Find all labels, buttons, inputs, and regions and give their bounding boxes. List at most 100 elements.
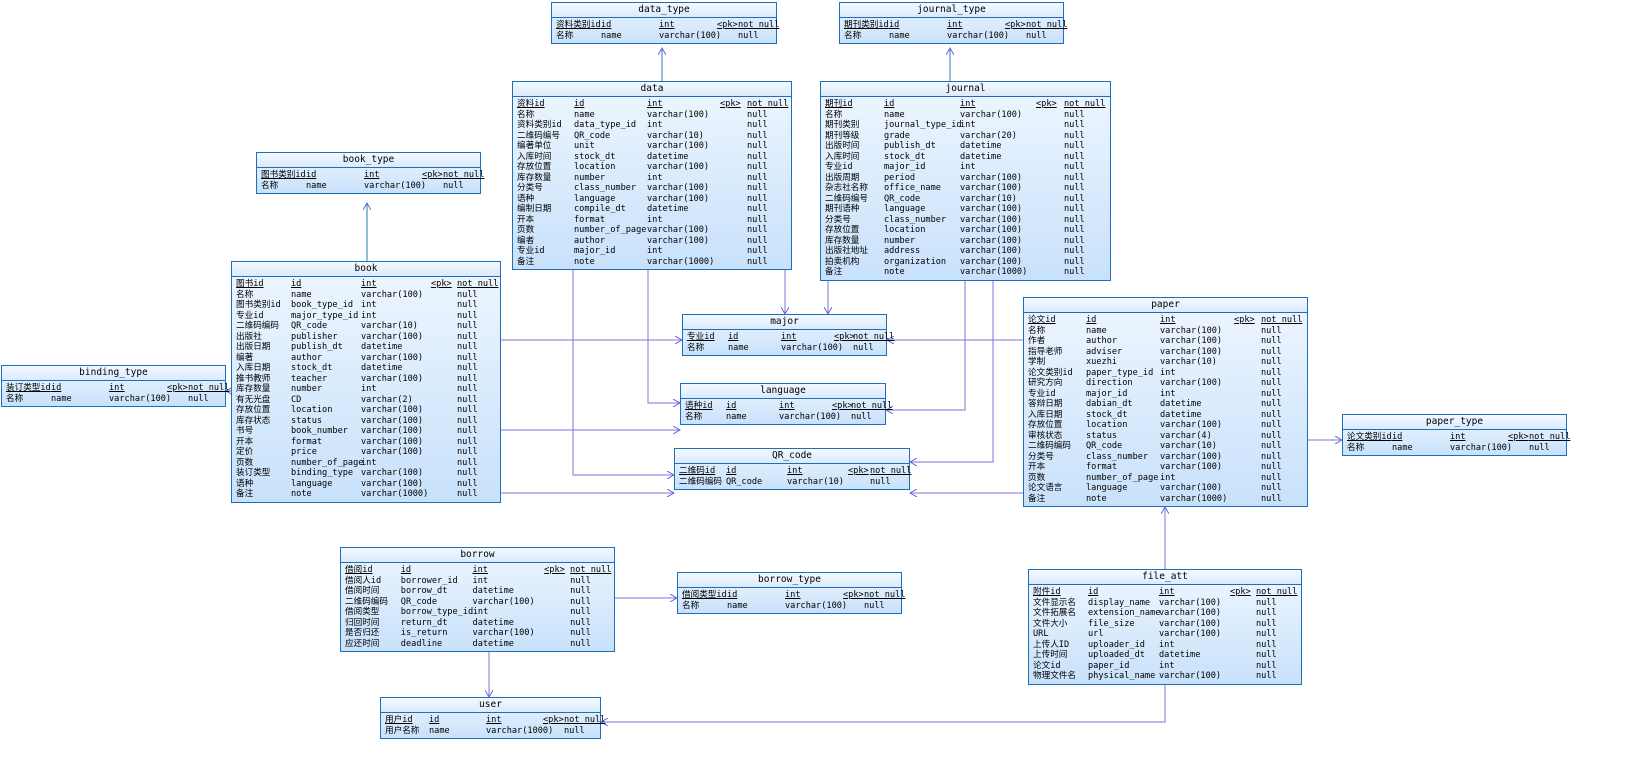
column-type: int [361,300,377,310]
column-type: datetime [647,204,689,214]
nullability: not null [570,565,612,575]
column-type: varchar(100) [1160,420,1223,430]
key-flag: <pk> [720,99,741,109]
column-name: name [889,30,910,41]
column-type: varchar(100) [647,235,710,246]
column-name: format [1086,462,1118,472]
key-flag: <pk> [832,401,853,411]
nullability: not null [747,99,789,109]
column-type: datetime [1160,399,1202,409]
entity-title: paper [1024,298,1307,313]
column-type: datetime [960,141,1002,151]
key-flag [544,576,570,587]
key-flag [1036,257,1064,268]
key-flag [1230,640,1256,651]
column-name: name [726,411,747,422]
link-data-to-language [647,270,680,403]
column-name: id [726,466,737,476]
column-label: 开本 [1028,462,1046,472]
nullability: null [747,214,768,225]
column-name: id [601,20,612,30]
column-type: int [1159,639,1175,650]
column-type: varchar(100) [947,30,1010,41]
column-type: int [1160,472,1176,483]
link-data-to-QR_code [572,270,674,475]
nullability: null [457,447,478,457]
key-flag [834,343,853,354]
column-label: 答辩日期 [1028,399,1063,409]
nullability: null [457,300,478,310]
key-flag: <pk> [422,170,443,180]
column-name: QR_code [884,193,921,204]
column-name: direction [1086,378,1133,388]
column-type: varchar(100) [960,172,1023,183]
key-flag [1036,204,1064,215]
column-name: location [1086,420,1128,430]
column-name: name [884,109,905,120]
column-label: 装订类型 [236,468,271,478]
nullability: not null [1529,432,1571,442]
nullability: null [747,141,768,151]
column-label: 开本 [517,214,535,225]
column-label: 名称 [825,109,843,120]
key-flag [848,477,870,488]
nullability: null [1261,472,1282,483]
key-flag [1036,267,1064,278]
column-label: 专业id [1028,388,1056,399]
column-type: int [361,279,377,289]
column-type: varchar(20) [960,130,1017,141]
column-name: note [574,256,595,267]
nullability: not null [443,170,485,180]
nullability: null [747,109,768,120]
key-flag [717,31,738,42]
column-name: id [400,565,412,575]
key-flag [1230,598,1256,609]
column-type: varchar(10) [1160,441,1217,451]
column-name: QR_code [291,321,328,331]
column-type: varchar(100) [472,628,535,638]
key-flag [431,300,457,311]
key-flag: <pk> [1230,587,1251,597]
column-type: varchar(100) [1160,462,1223,472]
key-flag: <pk> [544,565,565,575]
nullability: null [1026,30,1047,41]
column-name: id [726,401,737,411]
key-flag [431,321,457,332]
column-type: datetime [1159,650,1201,660]
nullability: null [457,352,478,363]
nullability: null [188,393,209,404]
column-name: class_number [884,214,947,225]
